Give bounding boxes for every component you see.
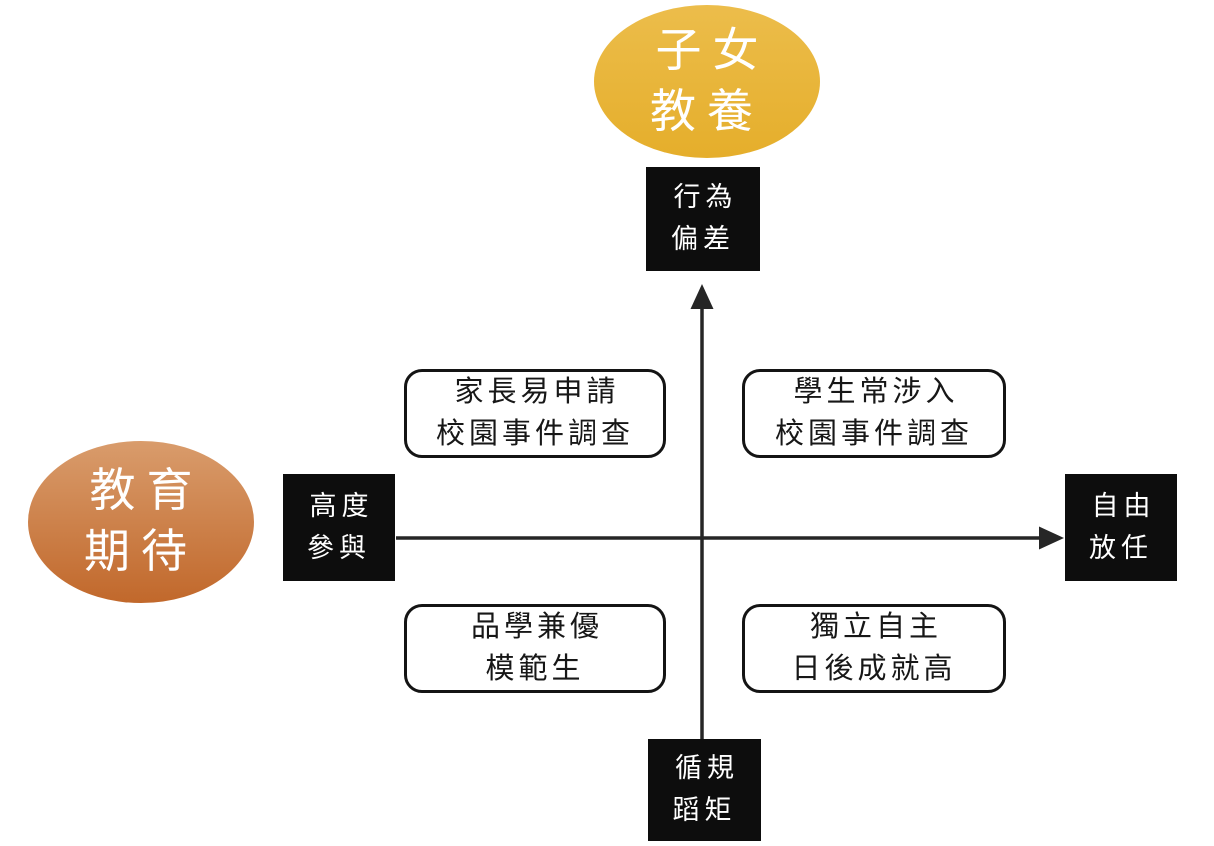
quadrant-bottom-left-text: 品學兼優 模範生	[470, 611, 603, 685]
axis-label-bottom-text: 循規 蹈矩	[672, 753, 739, 825]
axis-label-right-text: 自由 放任	[1089, 490, 1156, 563]
quadrant-top-right-text: 學生常涉入 校園事件調查	[774, 376, 973, 450]
axis-label-high-involvement: 高度 參與	[283, 474, 395, 581]
education-expectation-label: 教育 期待	[84, 465, 204, 577]
quadrant-box-bottom-left: 品學兼優 模範生	[404, 604, 666, 693]
axis-label-laissez-faire: 自由 放任	[1065, 474, 1177, 581]
quadrant-box-top-right: 學生常涉入 校園事件調查	[742, 369, 1006, 458]
child-rearing-ellipse: 子女 教養	[594, 5, 820, 158]
axis-label-behavior-deviation: 行為 偏差	[646, 167, 760, 271]
quadrant-box-top-left: 家長易申請 校園事件調查	[404, 369, 666, 458]
quadrant-box-bottom-right: 獨立自主 日後成就高	[742, 604, 1006, 693]
quadrant-top-left-text: 家長易申請 校園事件調查	[435, 376, 634, 450]
horizontal-axis-right-arrow-icon	[396, 526, 1064, 550]
child-rearing-label: 子女 教養	[650, 24, 770, 137]
axis-label-rule-abiding: 循規 蹈矩	[648, 739, 761, 841]
vertical-axis-up-arrow-icon	[690, 284, 714, 741]
axis-label-left-text: 高度 參與	[307, 490, 374, 563]
axis-label-top-text: 行為 偏差	[671, 182, 738, 254]
education-expectation-ellipse: 教育 期待	[28, 441, 254, 603]
quadrant-bottom-right-text: 獨立自主 日後成就高	[791, 611, 957, 685]
